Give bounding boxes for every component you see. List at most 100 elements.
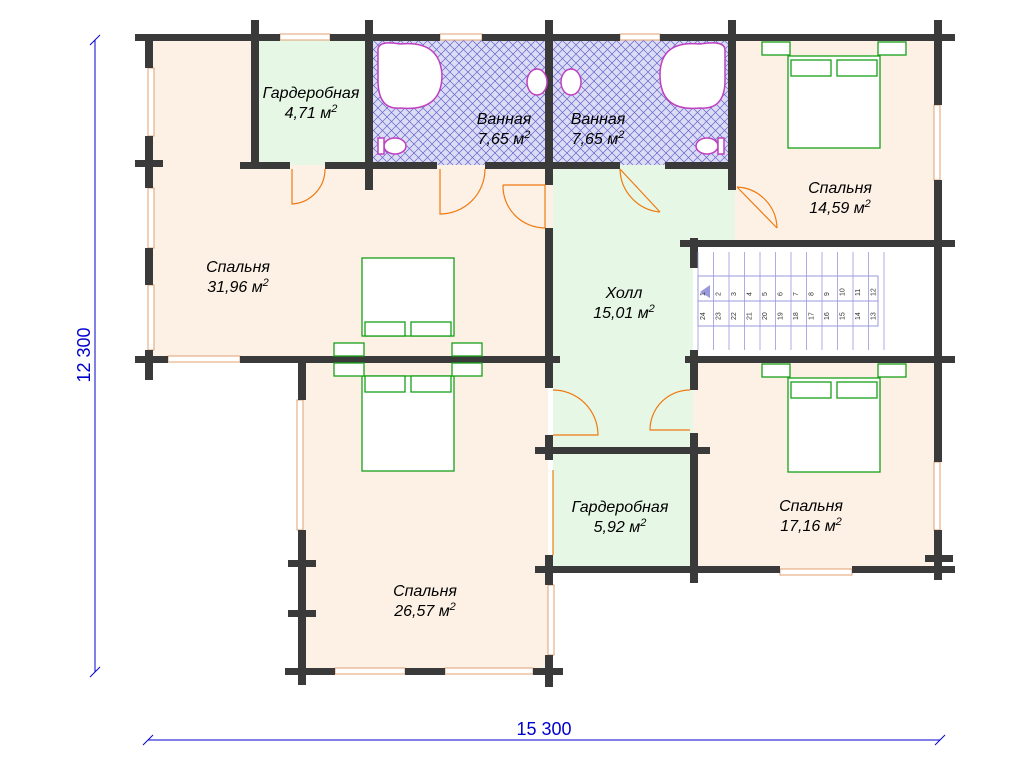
wall [485, 162, 620, 169]
pillow [790, 381, 832, 399]
window [444, 667, 534, 675]
doors [291, 168, 778, 555]
stair-step-number: 23 [716, 312, 723, 320]
room-fill-wardrobe-mid [553, 452, 693, 569]
nightstand [877, 363, 907, 378]
stair-step-number: 11 [855, 289, 862, 296]
wall [535, 447, 710, 454]
wall [934, 180, 942, 462]
window [334, 667, 406, 675]
wall [325, 162, 437, 169]
stair-step-number: 13 [871, 312, 878, 320]
stair-step-number: 18 [793, 312, 800, 320]
stair-step-number: 20 [762, 312, 769, 320]
stair-step-lines [697, 252, 885, 350]
wall [240, 162, 290, 169]
wall [925, 555, 953, 562]
window [779, 568, 853, 576]
wall [660, 34, 955, 41]
room-name-bedroom-bottom: Спальня [393, 583, 457, 600]
nightstand [761, 41, 791, 56]
nightstand [877, 41, 907, 56]
wall [330, 34, 440, 41]
nightstand [333, 342, 365, 357]
stair-step-number: 10 [840, 288, 847, 296]
window [439, 33, 483, 41]
door-swing [619, 168, 661, 213]
door-swing [736, 186, 778, 229]
stair-step-number: 4 [747, 292, 754, 296]
wall [145, 248, 153, 285]
wall [285, 668, 335, 675]
window [279, 33, 331, 41]
wall [545, 655, 553, 687]
wall [298, 530, 306, 685]
stair-step-number: 15 [840, 312, 847, 320]
dimension-width: 15 300 [516, 719, 571, 739]
toilet-tank [377, 137, 385, 155]
room-name-wardrobe-top: Гардеробная [263, 85, 360, 102]
sink [560, 68, 582, 96]
wall [298, 360, 306, 400]
stair-step-number: 7 [793, 292, 800, 296]
room-area-bath-2: 7,65 м2 [572, 129, 625, 148]
wall [288, 560, 316, 567]
wall [690, 238, 698, 268]
wall [288, 610, 316, 617]
window [296, 399, 304, 531]
bathtub [659, 42, 726, 110]
nightstand [451, 342, 483, 357]
wall [665, 162, 735, 169]
wall [545, 20, 553, 185]
room-name-bedroom-br: Спальня [779, 498, 843, 515]
dimension-tick [89, 666, 101, 678]
wall [685, 356, 955, 363]
room-name-bath-2: Ванная [571, 111, 626, 128]
stair-step-number: 5 [762, 292, 769, 296]
stair-step-number: 22 [731, 312, 738, 320]
wall [680, 240, 955, 247]
stair-step-number: 14 [855, 312, 862, 320]
stair-step-number: 3 [731, 292, 738, 296]
room-name-bedroom-left: Спальня [206, 259, 270, 276]
dimensions [89, 34, 946, 746]
window [933, 104, 941, 181]
room-area-bath-1: 7,65 м2 [478, 129, 531, 148]
wall [545, 228, 553, 388]
wall [405, 668, 445, 675]
pillow [410, 375, 452, 393]
window [147, 67, 155, 137]
wall [135, 160, 163, 167]
toilet-tank [717, 137, 725, 155]
room-area-wardrobe-mid: 5,92 м2 [594, 517, 647, 536]
pillow [364, 375, 406, 393]
wall [145, 34, 153, 68]
wall [135, 34, 280, 41]
room-area-wardrobe-top: 4,71 м2 [285, 103, 338, 122]
pillow [836, 381, 878, 399]
bathtub [377, 42, 443, 110]
room-area-bedroom-tr: 14,59 м2 [809, 198, 871, 217]
room-name-wardrobe-mid: Гардеробная [572, 499, 669, 516]
room-labels: Спальня 31,96 м2 Гардеробная 4,71 м2 Ван… [206, 85, 872, 620]
toilet [695, 137, 719, 155]
room-area-hall: 15,01 м2 [593, 303, 655, 322]
toilet [383, 137, 407, 155]
wall [145, 350, 153, 380]
pillow [836, 59, 878, 77]
room-area-bedroom-left: 31,96 м2 [207, 277, 269, 296]
window [933, 461, 941, 531]
stair-step-number: 9 [824, 292, 831, 296]
room-fill-wardrobe-top [255, 40, 367, 165]
window [147, 187, 155, 249]
pillow [790, 59, 832, 77]
window [547, 584, 555, 656]
door-swing [439, 168, 486, 215]
stair-step-number: 24 [700, 312, 707, 320]
stair-step-number: 19 [778, 312, 785, 320]
room-name-hall: Холл [605, 285, 643, 302]
dimension-tick [89, 34, 101, 46]
walls [135, 20, 955, 687]
door-swing [649, 389, 691, 431]
wall [251, 20, 259, 168]
